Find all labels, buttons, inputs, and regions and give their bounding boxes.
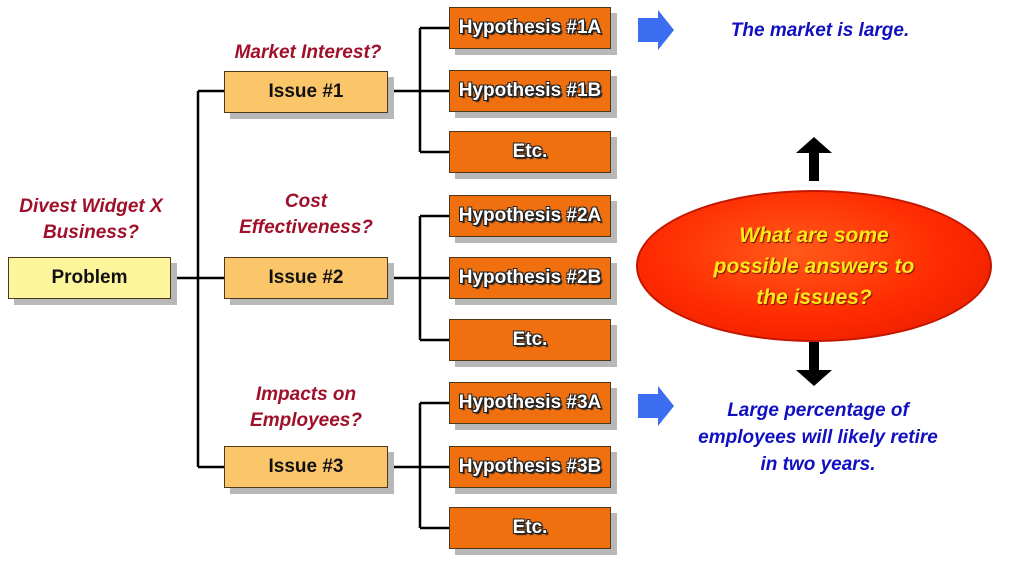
hypothesis-3b-box: Hypothesis #3B: [449, 446, 611, 488]
issue-3-box: Issue #3: [224, 446, 388, 488]
issue-2-box: Issue #2: [224, 257, 388, 299]
right-arrow-icon: [638, 10, 674, 50]
etc-1-box: Etc.: [449, 131, 611, 173]
hypothesis-1b-box: Hypothesis #1B: [449, 70, 611, 112]
etc-2-box: Etc.: [449, 319, 611, 361]
issue-3-question: Impacts on Employees?: [250, 384, 362, 431]
issue-1-box: Issue #1: [224, 71, 388, 113]
answer-bottom: Large percentage of employees will likel…: [698, 400, 938, 475]
right-arrow-icon: [638, 386, 674, 426]
down-arrow-icon: [796, 342, 832, 386]
issue-1-question: Market Interest?: [234, 42, 382, 63]
hypothesis-2b-box: Hypothesis #2B: [449, 257, 611, 299]
hypothesis-3a-box: Hypothesis #3A: [449, 382, 611, 424]
answer-top: The market is large.: [730, 20, 910, 41]
problem-question: Divest Widget X Business?: [19, 196, 163, 243]
etc-3-box: Etc.: [449, 507, 611, 549]
callout-text: What are some possible answers to the is…: [713, 223, 915, 309]
hypothesis-1a-box: Hypothesis #1A: [449, 7, 611, 49]
up-arrow-icon: [796, 137, 832, 181]
hypothesis-2a-box: Hypothesis #2A: [449, 195, 611, 237]
callout-ellipse: What are some possible answers to the is…: [636, 190, 992, 342]
issue-2-question: Cost Effectiveness?: [239, 191, 373, 238]
problem-box: Problem: [8, 257, 171, 299]
